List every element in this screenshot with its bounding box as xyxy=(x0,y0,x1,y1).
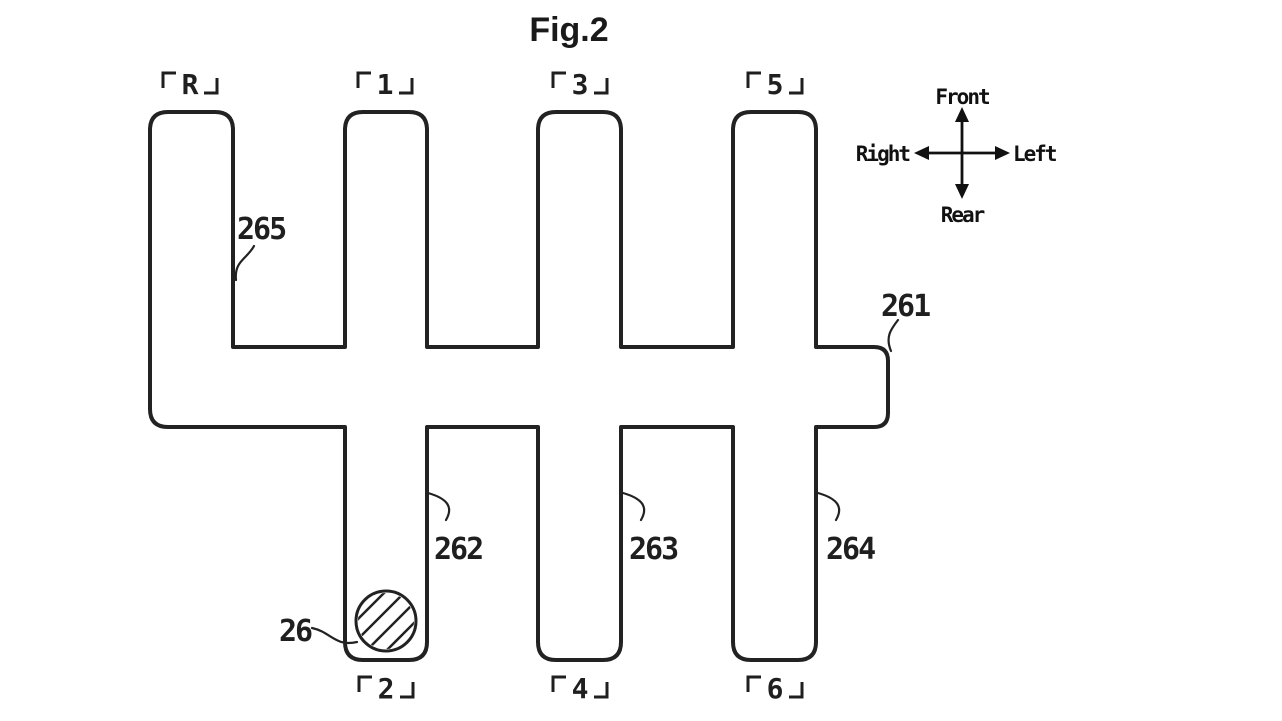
ref-numeral-264: 264 xyxy=(826,532,875,567)
corner-bracket-close-icon xyxy=(594,682,609,699)
gear-label-4: 4 xyxy=(551,672,609,705)
gear-label-4-text: 4 xyxy=(572,672,589,705)
gear-label-5: 5 xyxy=(746,68,804,101)
compass-label-front: Front xyxy=(935,85,989,109)
arrow-rear-icon xyxy=(955,184,969,199)
ref-numeral-263: 263 xyxy=(629,532,678,567)
corner-bracket-close-icon xyxy=(399,78,414,95)
corner-bracket-open-icon xyxy=(746,71,761,88)
arrow-right-icon xyxy=(914,146,929,160)
corner-bracket-open-icon xyxy=(746,675,761,692)
shift-knob-hatch-line xyxy=(358,593,404,639)
corner-bracket-open-icon xyxy=(357,675,372,692)
ref-numeral-261: 261 xyxy=(881,289,930,324)
corner-bracket-close-icon xyxy=(789,682,804,699)
corner-bracket-close-icon xyxy=(789,78,804,95)
corner-bracket-close-icon xyxy=(594,78,609,95)
compass-label-left: Left xyxy=(1013,142,1056,166)
corner-bracket-open-icon xyxy=(551,675,566,692)
shift-knob xyxy=(354,589,418,653)
ref-numeral-262: 262 xyxy=(434,532,482,567)
shift-knob-hatch-line xyxy=(368,603,414,649)
figure-title: Fig.2 xyxy=(529,11,608,49)
corner-bracket-close-icon xyxy=(204,78,219,95)
shift-knob-hatching xyxy=(358,593,414,649)
ref-numeral-26: 26 xyxy=(279,614,312,649)
gear-label-5-text: 5 xyxy=(767,68,784,101)
leader-line-265 xyxy=(234,244,256,282)
leader-line-262 xyxy=(426,491,451,522)
shift-knob-hatch-line xyxy=(358,593,389,624)
compass-label-rear: Rear xyxy=(941,203,985,227)
gear-label-3: 3 xyxy=(551,68,609,101)
gear-label-r-text: R xyxy=(182,68,199,101)
shift-gate-outline xyxy=(148,110,890,662)
corner-bracket-open-icon xyxy=(161,71,176,88)
leader-line-263 xyxy=(621,491,646,522)
gear-label-1-text: 1 xyxy=(377,68,394,101)
ref-numeral-265: 265 xyxy=(237,212,286,247)
corner-bracket-open-icon xyxy=(551,71,566,88)
gear-label-2: 2 xyxy=(357,672,415,705)
leader-line-264 xyxy=(816,491,841,522)
shift-knob-circle xyxy=(354,589,418,653)
gear-label-r: R xyxy=(161,68,219,101)
gear-label-6-text: 6 xyxy=(767,672,784,705)
gear-label-3-text: 3 xyxy=(572,68,589,101)
leader-line-26 xyxy=(310,626,359,645)
compass-label-right: Right xyxy=(856,142,910,166)
arrow-left-icon xyxy=(995,146,1010,160)
gear-label-2-text: 2 xyxy=(378,672,395,705)
leader-line-261 xyxy=(887,318,900,353)
corner-bracket-close-icon xyxy=(400,682,415,699)
orientation-compass: Front Rear Right Left xyxy=(856,85,1058,227)
gear-label-6: 6 xyxy=(746,672,804,705)
shift-knob-hatch-line xyxy=(383,618,414,649)
arrow-front-icon xyxy=(955,107,969,122)
corner-bracket-open-icon xyxy=(356,71,371,88)
gear-label-1: 1 xyxy=(356,68,414,101)
